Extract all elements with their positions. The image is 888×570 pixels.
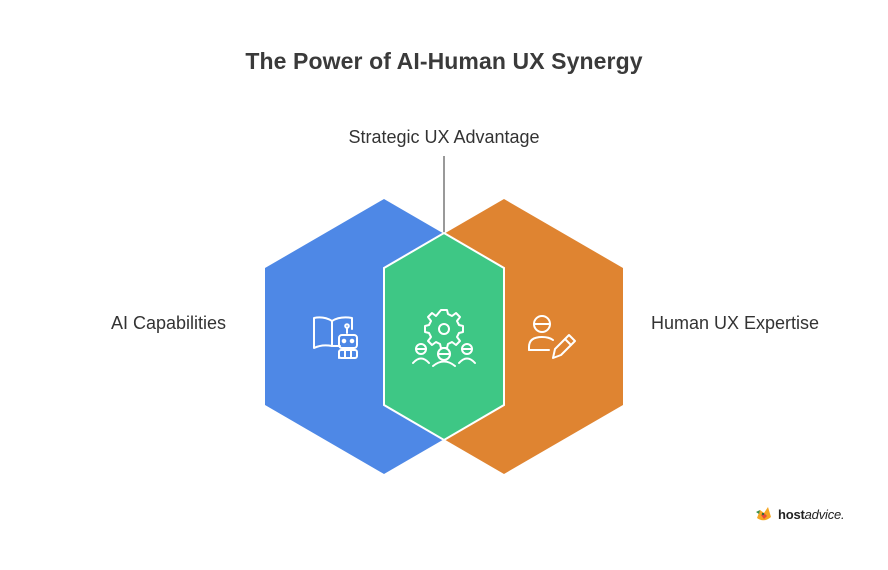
strategic-overlap-hexagon	[383, 231, 505, 442]
label-human-ux-expertise: Human UX Expertise	[651, 313, 820, 333]
diagram-title: The Power of AI-Human UX Synergy	[245, 48, 643, 74]
person-pencil-icon	[528, 315, 576, 359]
label-ai-capabilities: AI Capabilities	[111, 313, 227, 333]
gear-people-icon	[412, 309, 476, 367]
label-strategic-ux-advantage: Strategic UX Advantage	[348, 127, 540, 147]
hostadvice-wordmark: hostadvice.	[778, 506, 845, 522]
book-robot-icon	[313, 316, 358, 359]
hostadvice-logo: hostadvice.	[754, 503, 845, 525]
hostadvice-mascot-icon	[756, 507, 771, 521]
